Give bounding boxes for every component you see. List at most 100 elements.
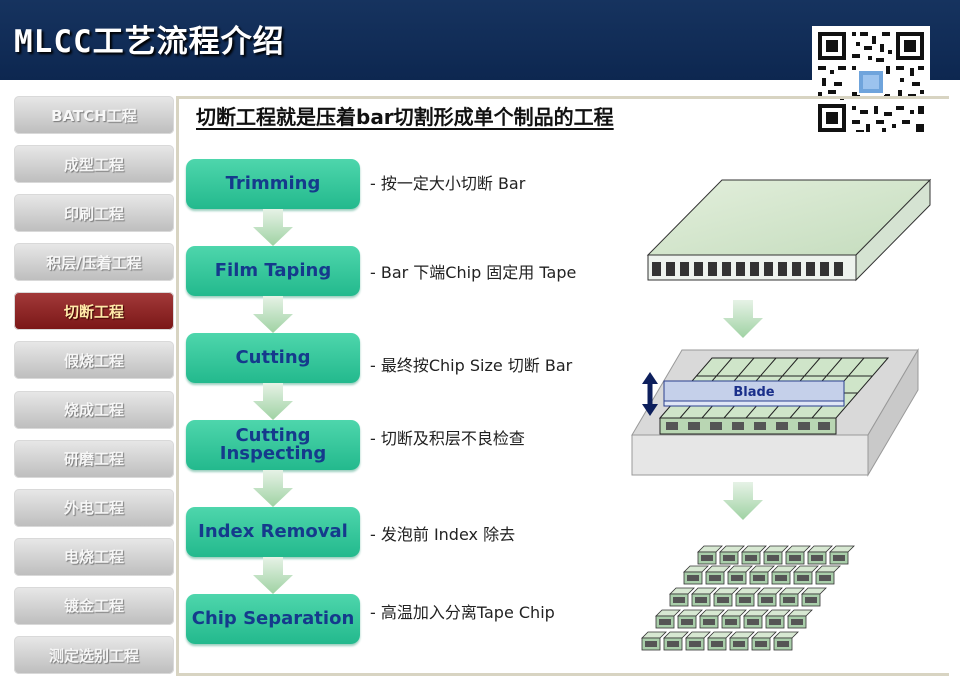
chip-terminal (709, 575, 721, 581)
chip-top (705, 565, 731, 573)
chip-terminal (761, 597, 773, 603)
chip-terminal (753, 575, 765, 581)
down-arrow-icon (723, 482, 763, 520)
header-bar: MLCC工艺流程介绍 (0, 0, 960, 80)
chip-terminal (767, 555, 779, 561)
step-film-taping: Film Taping (186, 246, 360, 296)
chip-terminal (775, 575, 787, 581)
down-arrow-icon (723, 300, 763, 338)
sidebar-item-printing[interactable]: 印刷工程 (14, 194, 174, 233)
chip-top (787, 609, 813, 617)
chip-top (691, 587, 717, 595)
chip-terminal (645, 641, 657, 647)
chip-top (743, 609, 769, 617)
chip-terminal (701, 555, 713, 561)
down-arrow-icon (253, 209, 293, 246)
step-chip-separation: Chip Separation (186, 594, 360, 644)
chip-top (713, 587, 739, 595)
up-down-arrow-icon (642, 372, 658, 416)
chip-top (699, 609, 725, 617)
chip-terminal (673, 597, 685, 603)
content-panel (176, 96, 949, 676)
chip-top (669, 587, 695, 595)
step-cutting: Cutting (186, 333, 360, 383)
cutting-process-illustration: Blade (631, 178, 932, 651)
sidebar-item-sintering[interactable]: 烧成工程 (14, 390, 174, 429)
step-description: - 切断及积层不良检查 (370, 429, 525, 448)
sidebar-item-external-electrode[interactable]: 外电工程 (14, 488, 174, 527)
step-description: - 最终按Chip Size 切断 Bar (370, 356, 573, 375)
chip-top (677, 609, 703, 617)
step-trimming: Trimming (186, 159, 360, 209)
chip-top (727, 565, 753, 573)
sidebar-item-polishing[interactable]: 研磨工程 (14, 439, 174, 478)
chip-terminal (725, 619, 737, 625)
chip-terminal (789, 555, 801, 561)
chip-terminal (739, 597, 751, 603)
down-arrow-icon (253, 557, 293, 594)
chip-terminal (695, 597, 707, 603)
chip-terminal (777, 641, 789, 647)
chip-terminal (755, 641, 767, 647)
blade-label: Blade (733, 385, 774, 400)
chip-top (771, 565, 797, 573)
page-title: MLCC工艺流程介绍 (14, 24, 285, 60)
chip-top (773, 631, 799, 639)
chip-top (655, 609, 681, 617)
chip-terminal (745, 555, 757, 561)
separated-chips-illustration (641, 545, 855, 651)
down-arrow-icon (253, 383, 293, 420)
step-description: - 高温加入分离Tape Chip (370, 603, 555, 622)
chip-top (719, 545, 745, 553)
chip-terminal (703, 619, 715, 625)
chip-top (829, 545, 855, 553)
chip-top (641, 631, 667, 639)
chip-top (749, 565, 775, 573)
chip-top (735, 587, 761, 595)
chip-terminal (717, 597, 729, 603)
chip-top (757, 587, 783, 595)
step-description: - Bar 下端Chip 固定用 Tape (370, 263, 577, 282)
chip-top (815, 565, 841, 573)
step-description: - 发泡前 Index 除去 (370, 525, 516, 544)
sidebar-item-stacking[interactable]: 积层/压着工程 (14, 243, 174, 282)
sidebar-item-cutting[interactable]: 切断工程 (14, 292, 174, 331)
laminated-bar-illustration (646, 178, 932, 282)
chip-terminal (689, 641, 701, 647)
chip-terminal (687, 575, 699, 581)
chip-terminal (747, 619, 759, 625)
chip-terminal (811, 555, 823, 561)
sidebar-item-electrode-firing[interactable]: 电烧工程 (14, 537, 174, 576)
chip-terminal (819, 575, 831, 581)
chip-top (685, 631, 711, 639)
chip-terminal (731, 575, 743, 581)
step-index-removal: Index Removal (186, 507, 360, 557)
chip-top (793, 565, 819, 573)
qr-code (812, 26, 930, 138)
chip-top (751, 631, 777, 639)
chip-top (785, 545, 811, 553)
sidebar: BATCH工程 成型工程 印刷工程 积层/压着工程 切断工程 假烧工程 烧成工程… (14, 96, 174, 685)
chip-top (697, 545, 723, 553)
chip-top (779, 587, 805, 595)
blade-cutting-illustration: Blade (631, 348, 919, 477)
chip-top (663, 631, 689, 639)
chip-top (807, 545, 833, 553)
chip-terminal (723, 555, 735, 561)
step-cutting-inspecting: Cutting Inspecting (186, 420, 360, 470)
chip-top (763, 545, 789, 553)
chip-terminal (783, 597, 795, 603)
chip-top (729, 631, 755, 639)
chip-terminal (805, 597, 817, 603)
chip-top (721, 609, 747, 617)
chip-terminal (797, 575, 809, 581)
sidebar-item-testing-sorting[interactable]: 测定选别工程 (14, 636, 174, 675)
sidebar-item-batch[interactable]: BATCH工程 (14, 96, 174, 134)
step-description: - 按一定大小切断 Bar (370, 174, 526, 193)
down-arrow-icon (253, 296, 293, 333)
sidebar-item-plating[interactable]: 镀金工程 (14, 586, 174, 625)
chip-top (741, 545, 767, 553)
sidebar-item-preburn[interactable]: 假烧工程 (14, 341, 174, 380)
sidebar-item-forming[interactable]: 成型工程 (14, 145, 174, 184)
chip-terminal (769, 619, 781, 625)
